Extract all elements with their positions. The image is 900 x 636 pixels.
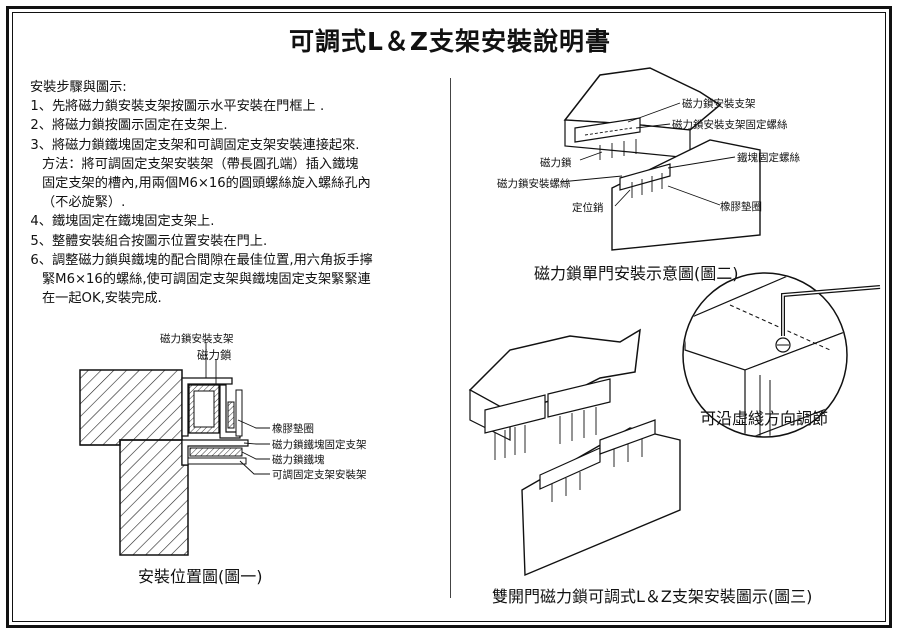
figure-detail-caption: 可沿虛綫方向調節	[700, 409, 829, 428]
step-6-line-2: 緊M6×16的螺絲,使可調固定支架與鐵塊固定支架緊緊連	[42, 272, 371, 288]
fig2-label-pin: 定位銷	[572, 202, 604, 214]
figure-2-caption: 磁力鎖單門安裝示意圖(圖二)	[534, 264, 739, 283]
figure-3-double-door-drawing	[468, 328, 681, 577]
figure-1-section-drawing	[79, 343, 270, 556]
fig1-label-rubber: 橡膠墊圈	[272, 423, 314, 435]
fig2-label-lock-screw: 磁力鎖安裝螺絲	[497, 178, 571, 190]
figure-3-caption: 雙開門磁力鎖可調式L＆Z支架安裝圖示(圖三)	[492, 587, 813, 606]
fig1-label-adjustable: 可調固定支架安裝架	[272, 469, 367, 481]
step-6-line-3: 在一起OK,安裝完成.	[42, 291, 162, 307]
step-3: 3、將磁力鎖鐵塊固定支架和可調固定支架安裝連接起來.	[30, 137, 360, 153]
step-1: 1、先將磁力鎖安裝支架按圖示水平安裝在門框上 .	[30, 99, 325, 115]
document-title: 可調式L＆Z支架安裝說明書	[288, 27, 612, 56]
fig2-label-bracket-screw: 磁力鎖安裝支架固定螺絲	[672, 119, 788, 131]
fig2-label-lock: 磁力鎖	[540, 157, 572, 169]
figure-detail-adjust-drawing	[682, 272, 881, 438]
fig1-label-plate: 磁力鎖鐵塊	[272, 454, 325, 466]
fig2-label-plate-screw: 鐵塊固定螺絲	[737, 152, 800, 164]
fig2-label-bracket: 磁力鎖安裝支架	[682, 98, 756, 110]
step-2: 2、將磁力鎖按圖示固定在支架上.	[30, 118, 228, 134]
step-6: 6、調整磁力鎖與鐵塊的配合間隙在最佳位置,用六角扳手擰	[30, 252, 373, 268]
fig1-label-lock: 磁力鎖	[197, 348, 232, 362]
inner-border	[12, 12, 886, 622]
fig2-label-rubber: 橡膠墊圈	[720, 201, 762, 213]
fig1-label-plate-bracket: 磁力鎖鐵塊固定支架	[272, 439, 367, 451]
step-5: 5、整體安裝組合按圖示位置安裝在門上.	[30, 233, 268, 249]
figure-2-single-door-drawing	[559, 67, 761, 251]
installation-steps: 安裝步驟與圖示: 1、先將磁力鎖安裝支架按圖示水平安裝在門框上 . 2、將磁力鎖…	[22, 78, 442, 308]
fig1-label-bracket: 磁力鎖安裝支架	[160, 333, 234, 345]
steps-heading: 安裝步驟與圖示:	[30, 80, 127, 95]
step-3-method-line-1: 方法：將可調固定支架安裝架（帶長圓孔端）插入鐵塊	[42, 156, 359, 172]
step-3-method-line-3: （不必旋緊）.	[42, 195, 126, 211]
step-4: 4、鐵塊固定在鐵塊固定支架上.	[30, 214, 215, 230]
figure-1-caption: 安裝位置圖(圖一)	[138, 567, 263, 586]
step-3-method-line-2: 固定支架的槽內,用兩個M6×16的圓頭螺絲旋入螺絲孔內	[42, 176, 371, 192]
outer-border	[6, 6, 892, 628]
column-divider	[450, 78, 451, 598]
